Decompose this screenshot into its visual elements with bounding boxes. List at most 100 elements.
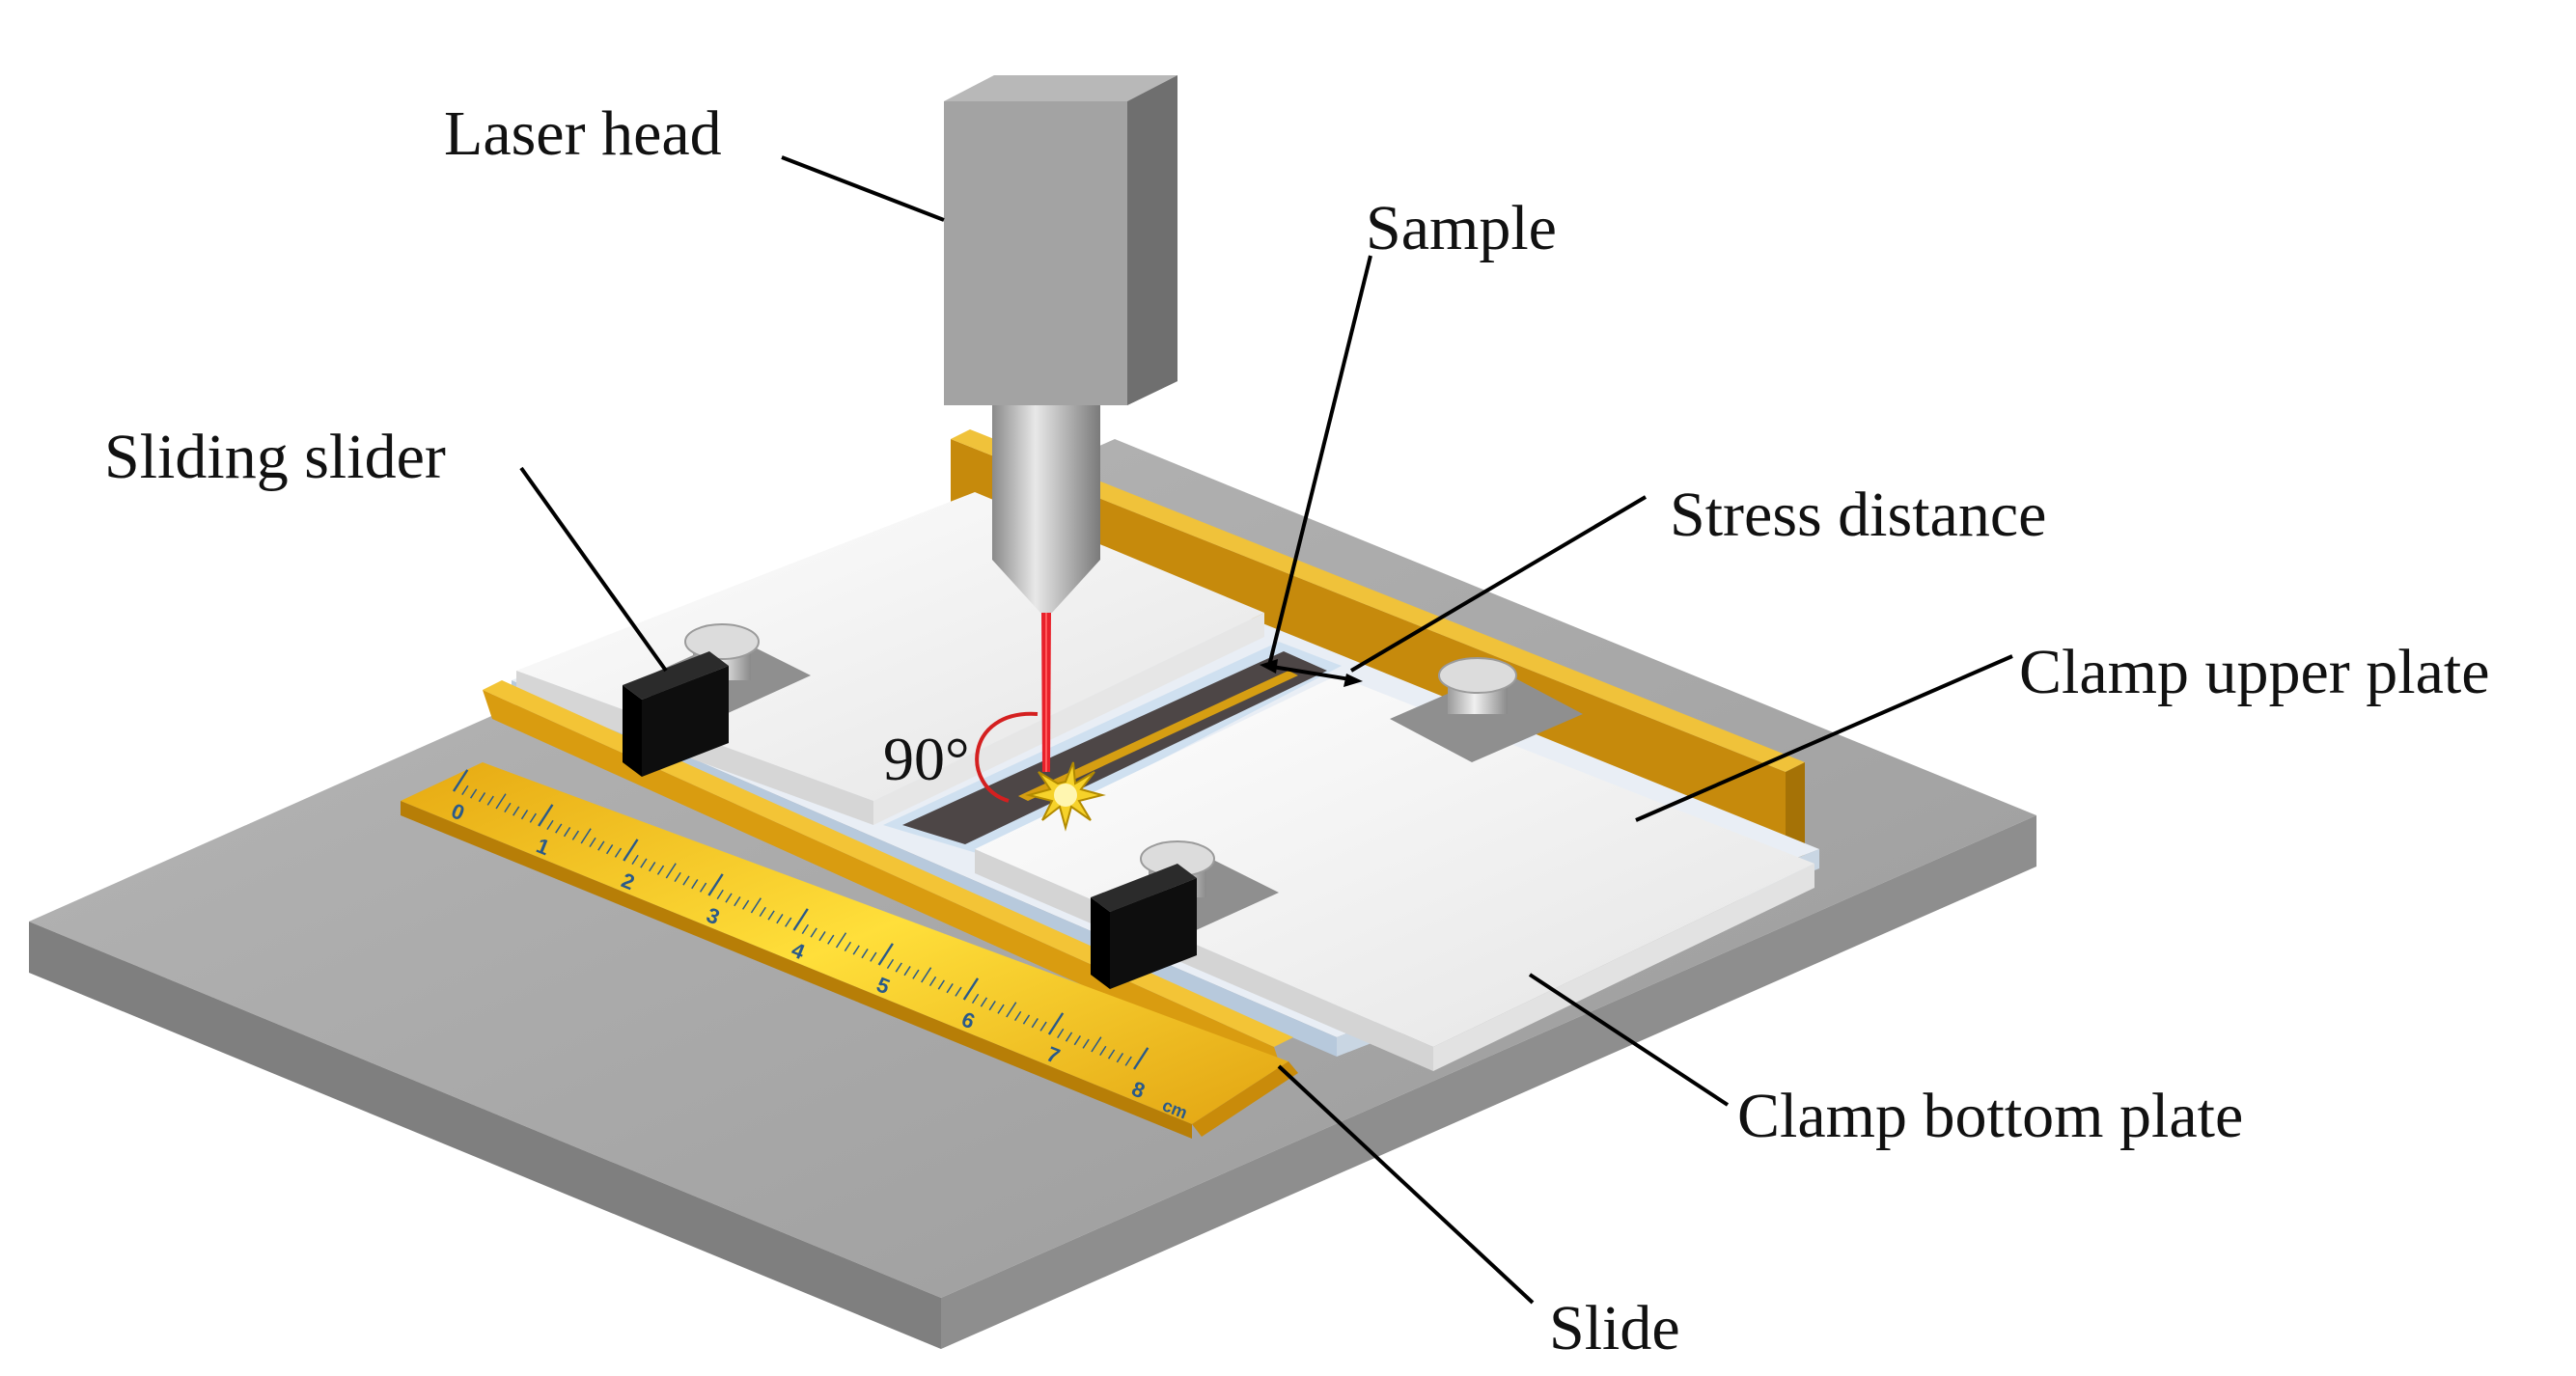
ruler-tick-mark	[886, 958, 895, 970]
ruler-tick-mark	[1047, 1012, 1065, 1035]
ruler-tick-mark	[546, 819, 554, 831]
ruler-tick-mark	[486, 795, 494, 806]
ruler-tick-mark	[792, 908, 809, 931]
ruler-tick-mark	[1013, 1010, 1022, 1022]
angle-arc	[975, 711, 1039, 803]
ruler-tick-mark	[801, 923, 809, 935]
ruler-tick-mark	[631, 854, 639, 866]
ruler-tick-mark	[776, 914, 784, 924]
label-sample: Sample	[1366, 193, 1557, 263]
ruler-tick-mark	[937, 979, 945, 990]
right-clamp-upper-plate	[975, 675, 1814, 1071]
ruler-tick-mark	[1073, 1035, 1081, 1046]
ruler-tick-mark	[504, 802, 512, 813]
ruler-tick-mark	[589, 837, 596, 848]
ruler-tick-mark	[980, 997, 988, 1007]
ruler-tick-mark	[469, 788, 478, 799]
ruler-tick-mark	[699, 882, 707, 893]
ruler-tick-mark	[1039, 1021, 1047, 1032]
ruler-tick-mark	[707, 873, 724, 896]
ruler-tick-mark	[614, 847, 623, 858]
ruler-tick-mark	[563, 827, 571, 838]
sliding-slider-block-right	[1091, 864, 1197, 989]
sliding-slider-block-left	[623, 651, 729, 777]
ruler-tick-mark	[877, 943, 894, 966]
label-sliding-slider: Sliding slider	[104, 422, 446, 492]
ruler-tick-mark	[716, 889, 724, 900]
ruler-tick-mark	[674, 871, 681, 883]
ruler-tick-mark	[640, 858, 648, 868]
ruler-tick-mark	[495, 793, 507, 810]
ruler-tick-mark	[759, 906, 766, 918]
ruler-tick-mark	[741, 899, 750, 910]
ruler-tick-mark	[785, 917, 792, 927]
ruler-tick-mark	[734, 896, 741, 907]
ruler-tick-mark	[478, 792, 486, 803]
ruler-tick-mark	[461, 784, 469, 796]
ruler-tick-mark	[810, 927, 817, 938]
ruler-tick-mark	[538, 804, 554, 827]
ruler-tick-mark	[988, 1001, 996, 1011]
ruler-tick-mark	[921, 967, 932, 983]
ruler-tick-mark	[555, 823, 563, 834]
ruler-tick-mark	[844, 941, 852, 952]
ruler-tick-mark	[691, 879, 699, 890]
ruler-tick-mark	[767, 910, 775, 921]
ruler-tick-mark	[861, 949, 869, 959]
ruler-tick-mark	[971, 993, 980, 1004]
label-clamp-upper-plate: Clamp upper plate	[2019, 637, 2490, 707]
ruler-tick-mark	[512, 806, 520, 816]
label-clamp-bottom-plate: Clamp bottom plate	[1737, 1081, 2243, 1151]
ruler-tick-mark	[903, 966, 911, 977]
ruler-tick-mark	[1031, 1018, 1039, 1029]
ruler-tick-mark	[818, 931, 826, 942]
label-laser-head: Laser head	[444, 98, 722, 169]
ruler-tick-mark	[1057, 1028, 1065, 1039]
leader-lines	[519, 155, 2013, 1305]
ruler-tick-mark	[852, 945, 860, 955]
laser-head	[944, 75, 1177, 613]
ruler-tick-mark	[571, 830, 580, 840]
ruler-tick-mark	[656, 865, 665, 875]
ruler-tick-mark	[912, 969, 920, 979]
ruler-tick-mark	[597, 840, 605, 851]
stress-distance-arrow	[1260, 659, 1363, 687]
ruler-tick-mark	[1107, 1049, 1116, 1060]
label-stress-distance: Stress distance	[1670, 480, 2046, 550]
ruler-tick-mark	[1065, 1032, 1073, 1042]
ruler-tick-mark	[835, 932, 847, 949]
ruler-tick-mark	[1132, 1047, 1150, 1070]
ruler-tick-mark	[827, 934, 835, 945]
ruler-tick-mark	[870, 951, 877, 962]
ruler-tick-mark	[580, 828, 592, 844]
ruler-tick-mark	[605, 844, 614, 855]
sample-strip	[883, 642, 1342, 854]
ruler-tick-mark	[928, 976, 937, 987]
ruler-tick-mark	[1082, 1038, 1090, 1049]
ruler-tick-mark	[520, 810, 529, 820]
ruler-tick-mark	[649, 862, 656, 872]
ruler-tick-mark	[997, 1004, 1005, 1014]
laser-spark-icon	[1025, 761, 1106, 832]
ruler-tick-mark	[665, 863, 677, 879]
ruler-tick-mark	[946, 983, 954, 994]
ruler-tick-mark	[1124, 1056, 1132, 1066]
ruler-tick-mark	[682, 875, 690, 886]
ruler-tick-mark	[1022, 1014, 1031, 1025]
ruler-tick-mark	[725, 893, 733, 903]
ruler-tick-mark	[452, 769, 469, 792]
ruler-tick-mark	[1006, 1002, 1017, 1018]
laser-beam	[1041, 613, 1051, 772]
bolt-mount-right-back	[1390, 657, 1583, 762]
ruler-tick-mark	[623, 839, 639, 862]
ruler-tick-mark	[962, 977, 980, 1001]
ruler-tick-mark	[1116, 1053, 1124, 1063]
ruler-tick-mark	[1091, 1036, 1102, 1053]
label-angle: 90°	[883, 725, 970, 793]
ruler-tick-mark	[895, 962, 902, 973]
ruler-tick-mark	[1099, 1045, 1107, 1057]
ruler-tick-mark	[955, 986, 962, 997]
ruler-tick-mark	[750, 897, 762, 914]
